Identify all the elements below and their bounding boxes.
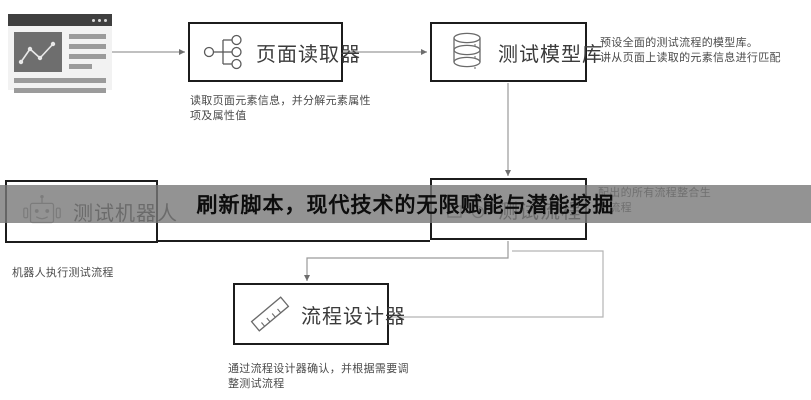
connector-designer-to-flow bbox=[389, 250, 604, 318]
browser-text-line bbox=[69, 54, 106, 59]
window-dot-icon bbox=[104, 18, 107, 22]
caption-flow-designer: 通过流程设计器确认，并根据需要调 整测试流程 bbox=[228, 363, 409, 390]
line-chart-thumbnail-icon bbox=[14, 32, 62, 72]
browser-text-lines bbox=[69, 32, 106, 72]
browser-window-mockup bbox=[8, 14, 112, 93]
database-icon bbox=[444, 29, 490, 75]
browser-text-line bbox=[69, 34, 106, 39]
browser-footer-lines bbox=[14, 78, 106, 93]
browser-content bbox=[8, 26, 112, 99]
caption-model-library: 预设全面的测试流程的模型库。 讲从页面上读取的元素信息进行匹配 bbox=[600, 37, 781, 64]
node-model-library-label: 测试模型库 bbox=[498, 43, 603, 66]
browser-content-row bbox=[14, 32, 106, 72]
browser-text-line bbox=[14, 88, 106, 93]
browser-titlebar bbox=[8, 14, 112, 26]
caption-page-reader: 读取页面元素信息，并分解元素属性 项及属性值 bbox=[190, 95, 371, 122]
browser-text-line bbox=[14, 78, 106, 83]
ruler-icon bbox=[247, 291, 293, 337]
browser-text-line bbox=[69, 44, 106, 49]
node-model-library[interactable]: 测试模型库 bbox=[430, 22, 602, 82]
overlay-title-banner: 刷新脚本，现代技术的无限赋能与潜能挖掘 bbox=[0, 185, 811, 223]
window-dot-icon bbox=[92, 18, 95, 22]
window-dot-icon bbox=[98, 18, 101, 22]
caption-test-robot: 机器人执行测试流程 bbox=[12, 267, 114, 279]
browser-text-line bbox=[69, 64, 92, 69]
overlay-title-text: 刷新脚本，现代技术的无限赋能与潜能挖掘 bbox=[196, 194, 615, 217]
node-tree-icon bbox=[202, 29, 248, 75]
connector-flow-to-designer bbox=[304, 241, 509, 281]
node-flow-designer[interactable]: 流程设计器 bbox=[233, 283, 405, 345]
node-page-reader[interactable]: 页面读取器 bbox=[188, 22, 360, 82]
node-page-reader-label: 页面读取器 bbox=[256, 43, 361, 66]
node-flow-designer-label: 流程设计器 bbox=[301, 305, 406, 328]
